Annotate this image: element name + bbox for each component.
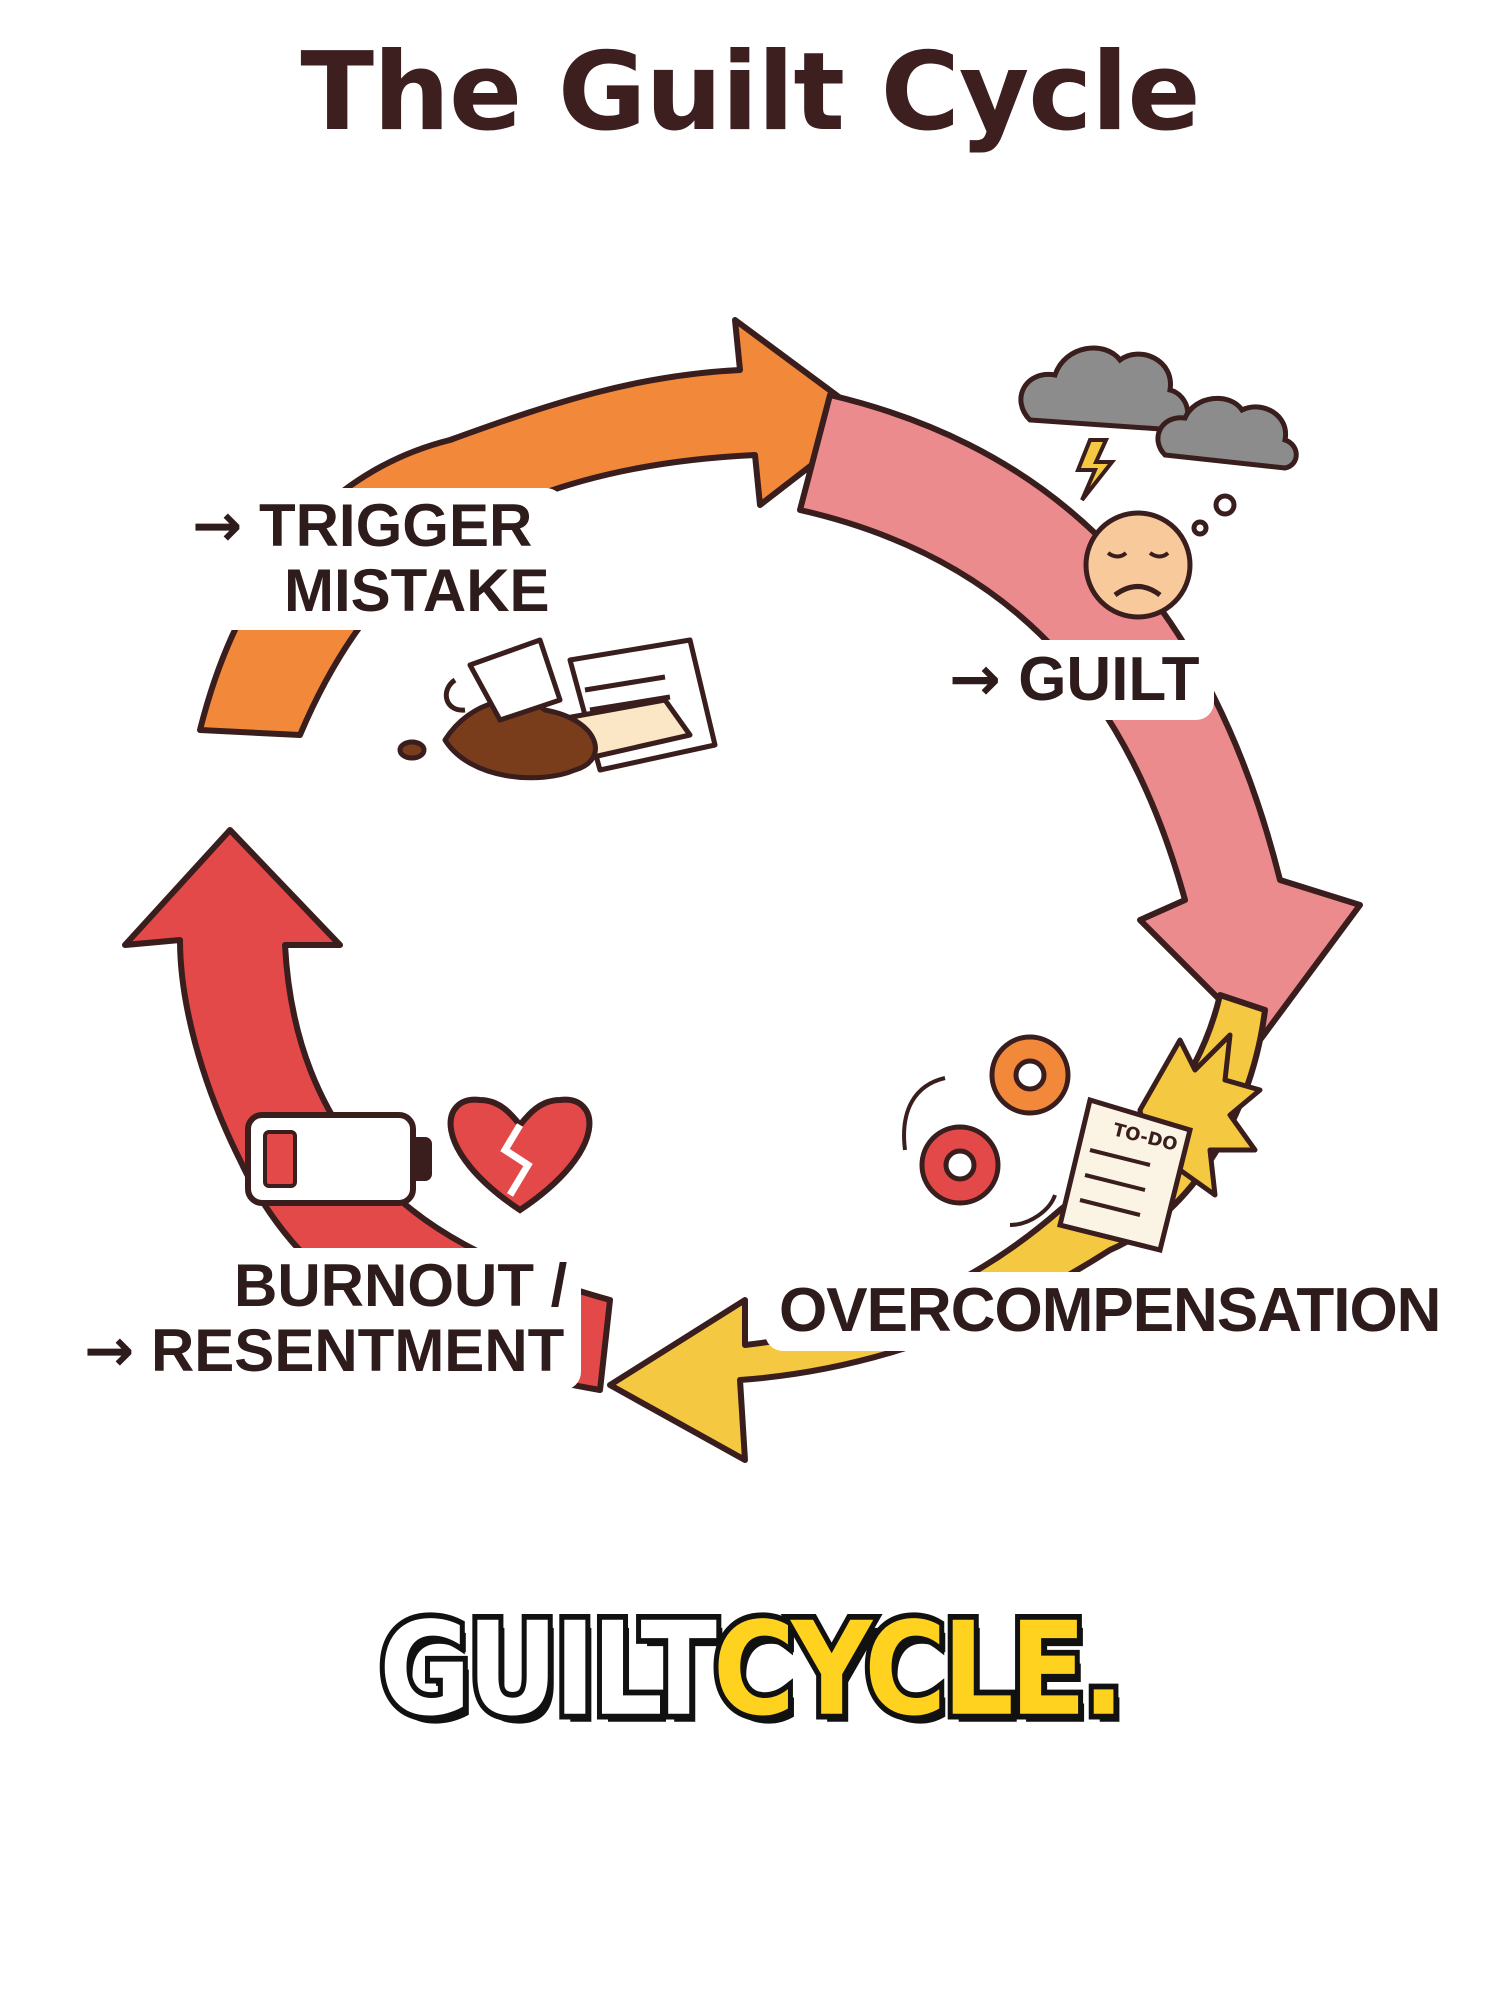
- page-title: The Guilt Cycle: [300, 30, 1200, 155]
- storm-cloud-sad-face-icon: [1018, 345, 1299, 620]
- burnout-label-line1: BURNOUT /: [234, 1252, 568, 1319]
- burnout-label: BURNOUT / → RESENTMENT: [70, 1248, 582, 1390]
- guilt-label: → GUILT: [935, 640, 1214, 720]
- caption: GUILTCYCLE.: [0, 1590, 1500, 1751]
- trigger-label-line2: MISTAKE: [284, 556, 550, 624]
- cycle-arrow-guilt-to-overcomp: [797, 392, 1363, 1043]
- arrow-right-icon: →: [192, 491, 243, 561]
- spilled-coffee-icon: [397, 637, 718, 781]
- low-battery-broken-heart-icon: [245, 1096, 593, 1214]
- trigger-label-line1: TRIGGER: [258, 492, 533, 559]
- arrow-right-icon: →: [949, 642, 1001, 715]
- burnout-label-line2: RESENTMENT: [150, 1316, 565, 1384]
- caption-word-2: CYCLE.: [708, 1590, 1130, 1751]
- overcompensation-label-line1: OVERCOMPENSATION: [779, 1276, 1441, 1345]
- arrow-right-icon: →: [84, 1315, 135, 1386]
- caption-word-1: GUILT: [374, 1590, 722, 1751]
- guilt-label-line1: GUILT: [1018, 645, 1200, 714]
- gears-todo-icon: TO-DO: [902, 1032, 1263, 1254]
- overcompensation-label: OVERCOMPENSATION: [765, 1272, 1455, 1351]
- trigger-label: → TRIGGER MISTAKE: [178, 488, 564, 630]
